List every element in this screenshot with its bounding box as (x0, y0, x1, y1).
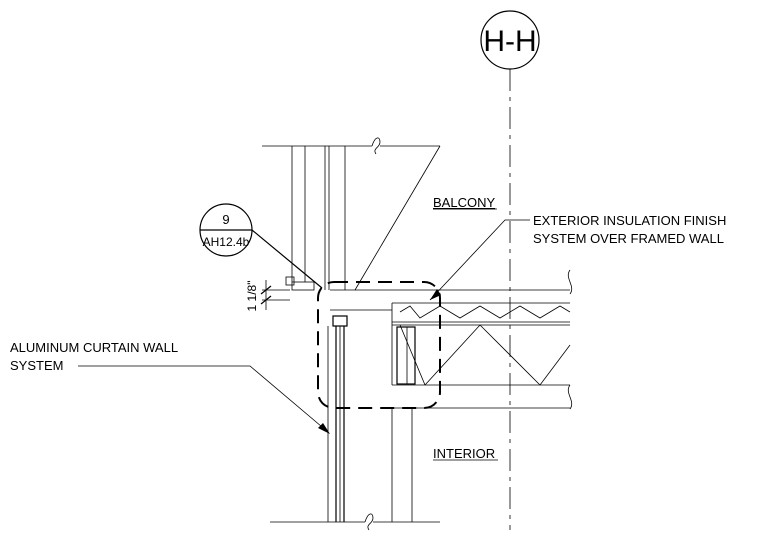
eifs-label-line2: SYSTEM OVER FRAMED WALL (533, 231, 724, 246)
dimension-tick-top (260, 285, 272, 295)
eifs-label-line1: EXTERIOR INSULATION FINISH (533, 213, 726, 228)
curtain-wall (270, 315, 440, 531)
balcony-label: BALCONY (433, 195, 495, 210)
eifs-leader (429, 219, 530, 301)
detail-callout-number: 9 (222, 212, 229, 227)
joist-web-2 (424, 324, 481, 386)
curtain-wall-leader (78, 365, 329, 433)
curtain-wall-leader-arrow (318, 423, 330, 434)
deck-insulation-hatch (399, 305, 571, 319)
eifs-leader-arrow (430, 289, 441, 300)
curtain-wall-label-line1: ALUMINUM CURTAIN WALL (10, 340, 178, 355)
detail-boundary (317, 281, 441, 409)
grid-bubble-label: H-H (483, 25, 536, 58)
joist-web-4 (539, 344, 571, 386)
dimension-text: 1 1/8" (245, 281, 259, 312)
slab-break-top (567, 269, 573, 295)
detail-callout-sheet: AH12.4b (203, 235, 250, 249)
balcony-slab (330, 269, 573, 410)
upper-wall-diagonal (354, 145, 441, 291)
lower-break-symbol (364, 513, 374, 531)
interior-label: INTERIOR (433, 446, 495, 461)
detail-callout: 9 AH12.4b (199, 203, 323, 289)
detail-callout-leader (251, 229, 323, 289)
curtain-wall-label-line2: SYSTEM (10, 358, 63, 373)
dimension-tick-bottom (260, 295, 272, 305)
rim-joist (396, 326, 416, 385)
joist-web-1 (399, 324, 426, 386)
curtain-wall-head (332, 315, 348, 327)
dimension: 1 1/8" (245, 280, 290, 311)
grid-bubble: H-H (480, 10, 540, 70)
upper-wall-clip (285, 276, 295, 286)
upper-break-symbol (371, 137, 381, 155)
upper-wall (262, 137, 441, 291)
upper-wall-sill (291, 281, 315, 291)
slab-break-bottom (567, 384, 573, 410)
joist-web-3 (479, 324, 541, 386)
